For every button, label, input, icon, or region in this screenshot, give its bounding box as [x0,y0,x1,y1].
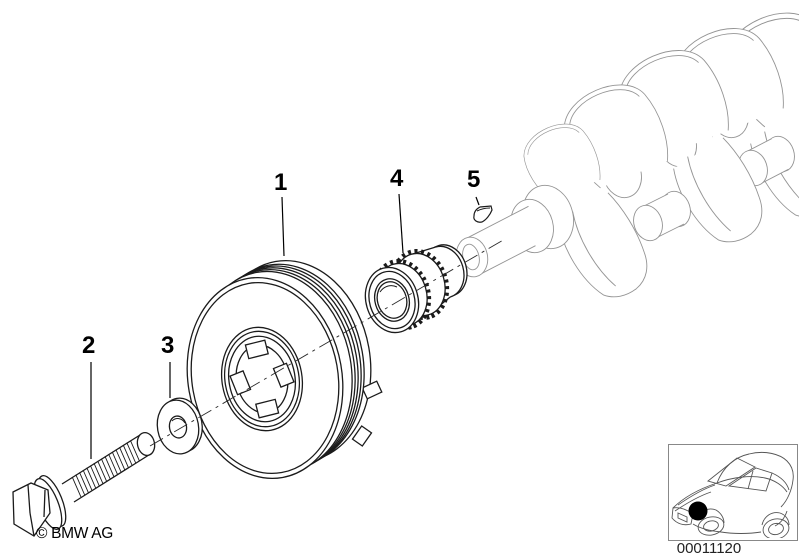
callout-leader-lines [90,193,480,459]
car-location-icon [671,451,794,540]
callout-3[interactable]: 3 [161,332,175,359]
callout-1[interactable]: 1 [274,169,288,196]
center-axis-line [149,238,506,447]
woodruff-key-drawing [473,205,493,223]
location-marker-dot [688,501,708,521]
pulley-drawing [186,259,383,480]
diagram-number: 00011120 [676,540,742,557]
crankshaft-drawing [455,0,799,310]
callout-2[interactable]: 2 [82,332,96,359]
washer-drawing [156,397,203,455]
callout-4[interactable]: 4 [390,165,404,192]
callout-5[interactable]: 5 [467,166,481,193]
copyright-text: © BMW AG [36,525,114,542]
location-thumbnail-box[interactable] [668,444,798,541]
bolt-drawing [12,431,156,537]
sprocket-hub-drawing [364,244,468,334]
